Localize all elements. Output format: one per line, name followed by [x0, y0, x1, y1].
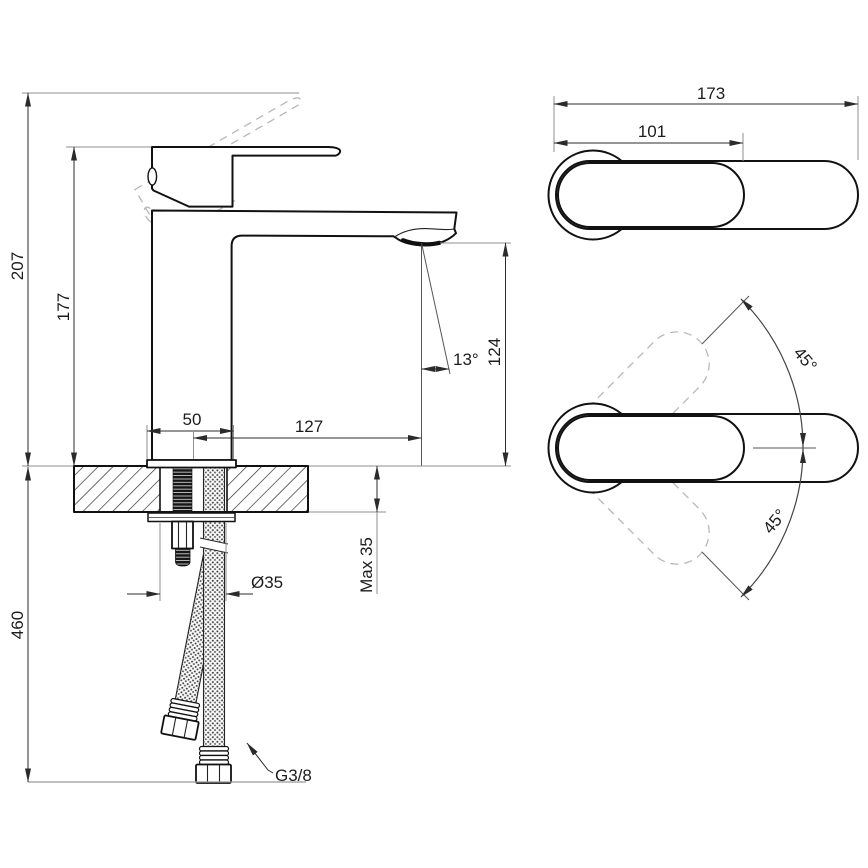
mounting-washer: [147, 512, 236, 523]
handle-indicator-dot: [147, 167, 158, 186]
dim-spout-angle: 13°: [453, 350, 479, 369]
faucet-handle: [147, 146, 342, 208]
dimension-labels: 207 177 460 50 127 13° 124 Max 35 Ø35 G3…: [8, 252, 504, 785]
plan-view: 173 101: [547, 84, 859, 241]
dim-max-counter: Max 35: [357, 537, 376, 593]
dim-swing-upper: 45°: [790, 344, 821, 376]
hose-break-symbol: [199, 537, 229, 554]
dim-base-width: 50: [183, 410, 202, 429]
dim-hole-diameter: Ø35: [251, 573, 283, 592]
g38-leader: [246, 742, 274, 774]
dim-hose-thread: G3/8: [275, 766, 312, 785]
hose-nut-g38: [195, 763, 232, 784]
base-flange: [146, 459, 237, 469]
dimension-lines: [553, 101, 859, 146]
front-view: 207 177 460 50 127 13° 124 Max 35 Ø35 G3…: [8, 92, 511, 785]
spout-angle-line: [421, 242, 451, 375]
swing-view: 45° 45°: [547, 295, 859, 601]
dimension-labels: 173 101: [638, 84, 725, 141]
dim-body-height: 177: [54, 293, 73, 321]
dim-spout-height: 124: [485, 338, 504, 366]
aerator-seam: [394, 228, 455, 238]
threaded-rod: [172, 466, 193, 514]
extension-lines: [22, 92, 511, 783]
mounting-nut: [171, 520, 194, 550]
dimension-lines: [25, 92, 509, 783]
dim-total-height: 207: [8, 252, 27, 280]
hose-nut-g38: [160, 714, 200, 741]
dim-overall-length: 173: [697, 84, 725, 103]
faucet-top-outline: [547, 149, 859, 241]
mounting-stud: [175, 548, 191, 567]
hose-connector-ribs: [198, 745, 230, 766]
dim-spout-reach: 127: [295, 417, 323, 436]
mounting-hardware: [146, 459, 237, 567]
supply-hose-left: [195, 467, 232, 784]
swing-arc-group: [701, 295, 816, 601]
dim-handle-length: 101: [638, 122, 666, 141]
dim-below-counter: 460: [8, 611, 27, 639]
counter-section: [73, 465, 309, 513]
hose-connector-ribs: [167, 697, 201, 722]
